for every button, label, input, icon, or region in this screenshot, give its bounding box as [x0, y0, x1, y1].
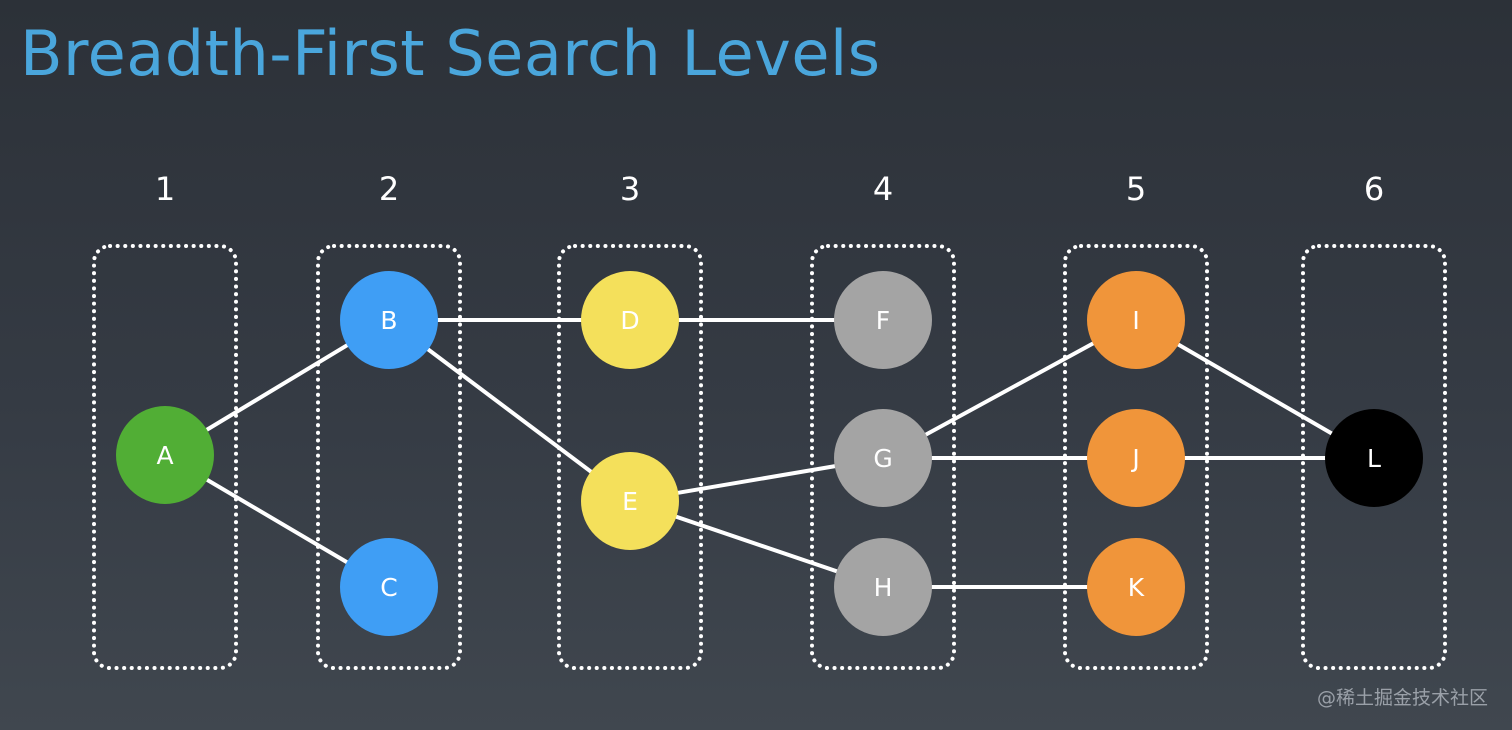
node-circle-c: [340, 538, 438, 636]
level-box-4: [810, 244, 956, 670]
node-e: E: [581, 452, 679, 550]
node-circle-h: [834, 538, 932, 636]
level-label-5: 5: [1126, 170, 1146, 208]
node-g: G: [834, 409, 932, 507]
watermark: @稀土掘金技术社区: [1316, 687, 1488, 709]
node-label-a: A: [156, 441, 173, 470]
node-label-i: I: [1132, 306, 1139, 335]
node-c: C: [340, 538, 438, 636]
level-label-4: 4: [873, 170, 893, 208]
node-a: A: [116, 406, 214, 504]
node-l: L: [1325, 409, 1423, 507]
node-label-h: H: [874, 573, 893, 602]
node-circle-g: [834, 409, 932, 507]
node-label-g: G: [873, 444, 892, 473]
node-circle-b: [340, 271, 438, 369]
node-label-l: L: [1367, 444, 1381, 473]
node-label-j: J: [1130, 444, 1139, 473]
edge-b-e: [387, 318, 632, 503]
level-label-6: 6: [1364, 170, 1384, 208]
node-circle-a: [116, 406, 214, 504]
level-label-1: 1: [155, 170, 175, 208]
level-box-1: [92, 244, 238, 670]
node-i: I: [1087, 271, 1185, 369]
node-circle-i: [1087, 271, 1185, 369]
node-circle-k: [1087, 538, 1185, 636]
node-label-k: K: [1128, 573, 1145, 602]
node-f: F: [834, 271, 932, 369]
level-label-2: 2: [379, 170, 399, 208]
node-label-d: D: [620, 306, 639, 335]
node-label-f: F: [876, 306, 890, 335]
node-h: H: [834, 538, 932, 636]
node-circle-d: [581, 271, 679, 369]
node-circle-j: [1087, 409, 1185, 507]
node-k: K: [1087, 538, 1185, 636]
nodes: A B C D E F G H I J K L: [116, 271, 1423, 636]
page-title: Breadth-First Search Levels: [20, 17, 881, 90]
node-b: B: [340, 271, 438, 369]
level-labels: 1 2 3 4 5 6: [155, 170, 1384, 208]
level-label-3: 3: [620, 170, 640, 208]
level-box-3: [557, 244, 703, 670]
node-label-b: B: [380, 306, 397, 335]
level-box-2: [316, 244, 462, 670]
node-label-e: E: [622, 487, 638, 516]
edges: [163, 318, 1376, 589]
node-circle-l: [1325, 409, 1423, 507]
node-j: J: [1087, 409, 1185, 507]
node-circle-e: [581, 452, 679, 550]
node-d: D: [581, 271, 679, 369]
node-label-c: C: [380, 573, 397, 602]
node-circle-f: [834, 271, 932, 369]
